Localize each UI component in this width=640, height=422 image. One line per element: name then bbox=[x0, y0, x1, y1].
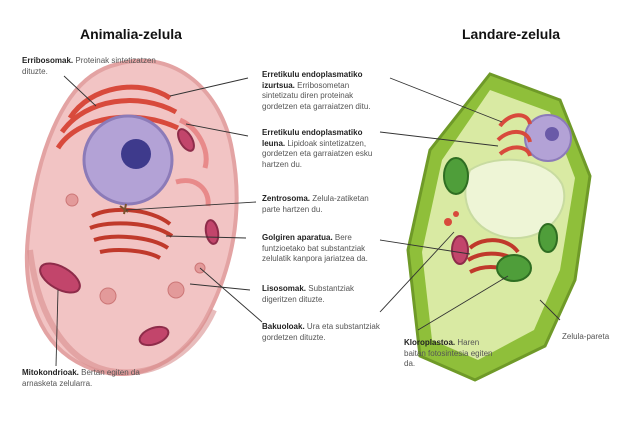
plant-vesicle-2 bbox=[453, 211, 459, 217]
label-rough-er: Erretikulu endoplasmatiko izurtsua. Erri… bbox=[262, 70, 371, 111]
smooth-er-animal bbox=[175, 117, 211, 207]
label-chloroplast: Kloroplastoa. Haren baitan fotosintesia … bbox=[404, 338, 493, 368]
lysosome-3 bbox=[65, 193, 79, 207]
mitochondrion-4 bbox=[138, 325, 170, 347]
label-smooth-er: Erretikulu endoplasmatiko leuna. Lipidoa… bbox=[262, 128, 373, 169]
animal-cell-title: Animalia-zelula bbox=[80, 26, 182, 42]
plant-vacuole bbox=[464, 158, 566, 240]
label-golgi: Golgiren aparatua. Bere funtzioetako bat… bbox=[262, 233, 368, 263]
lysosome-1 bbox=[99, 287, 117, 305]
mitochondrion-3 bbox=[204, 219, 220, 245]
mitochondrion-1 bbox=[39, 262, 81, 294]
label-lysosomes: Lisosomak. Substantziak digeritzen dituz… bbox=[262, 284, 355, 304]
plant-cell-title: Landare-zelula bbox=[462, 26, 561, 42]
leader-lines bbox=[55, 75, 561, 367]
animal-cell-bottom-edge bbox=[27, 249, 217, 376]
label-centrosome: Zentrosoma. Zelula-zatiketan parte hartz… bbox=[262, 194, 369, 214]
rough-er-plant bbox=[496, 113, 532, 157]
plant-mitochondrion bbox=[451, 235, 469, 265]
plant-nucleolus bbox=[545, 127, 559, 141]
label-erribosomak: Erribosomak. Proteinak sintetizatzen dit… bbox=[22, 56, 156, 76]
animal-cell bbox=[24, 58, 239, 376]
lysosome-2 bbox=[167, 281, 185, 299]
chloroplast-1 bbox=[443, 157, 469, 195]
centrosome-animal bbox=[119, 203, 129, 215]
plant-cell bbox=[406, 72, 592, 382]
animal-nucleolus bbox=[121, 139, 151, 169]
chloroplast-2 bbox=[496, 254, 532, 282]
label-mitochondria: Mitokondrioak. Bertan egiten da arnasket… bbox=[22, 368, 140, 388]
chloroplast-3 bbox=[538, 223, 558, 253]
plant-vesicle-1 bbox=[444, 218, 452, 226]
label-vacuoles: Bakuoloak. Ura eta substantziak gordetze… bbox=[262, 322, 380, 342]
golgi-animal bbox=[89, 207, 174, 260]
mitochondrion-2 bbox=[177, 128, 195, 152]
label-cell-wall: Zelula-pareta bbox=[562, 332, 610, 341]
